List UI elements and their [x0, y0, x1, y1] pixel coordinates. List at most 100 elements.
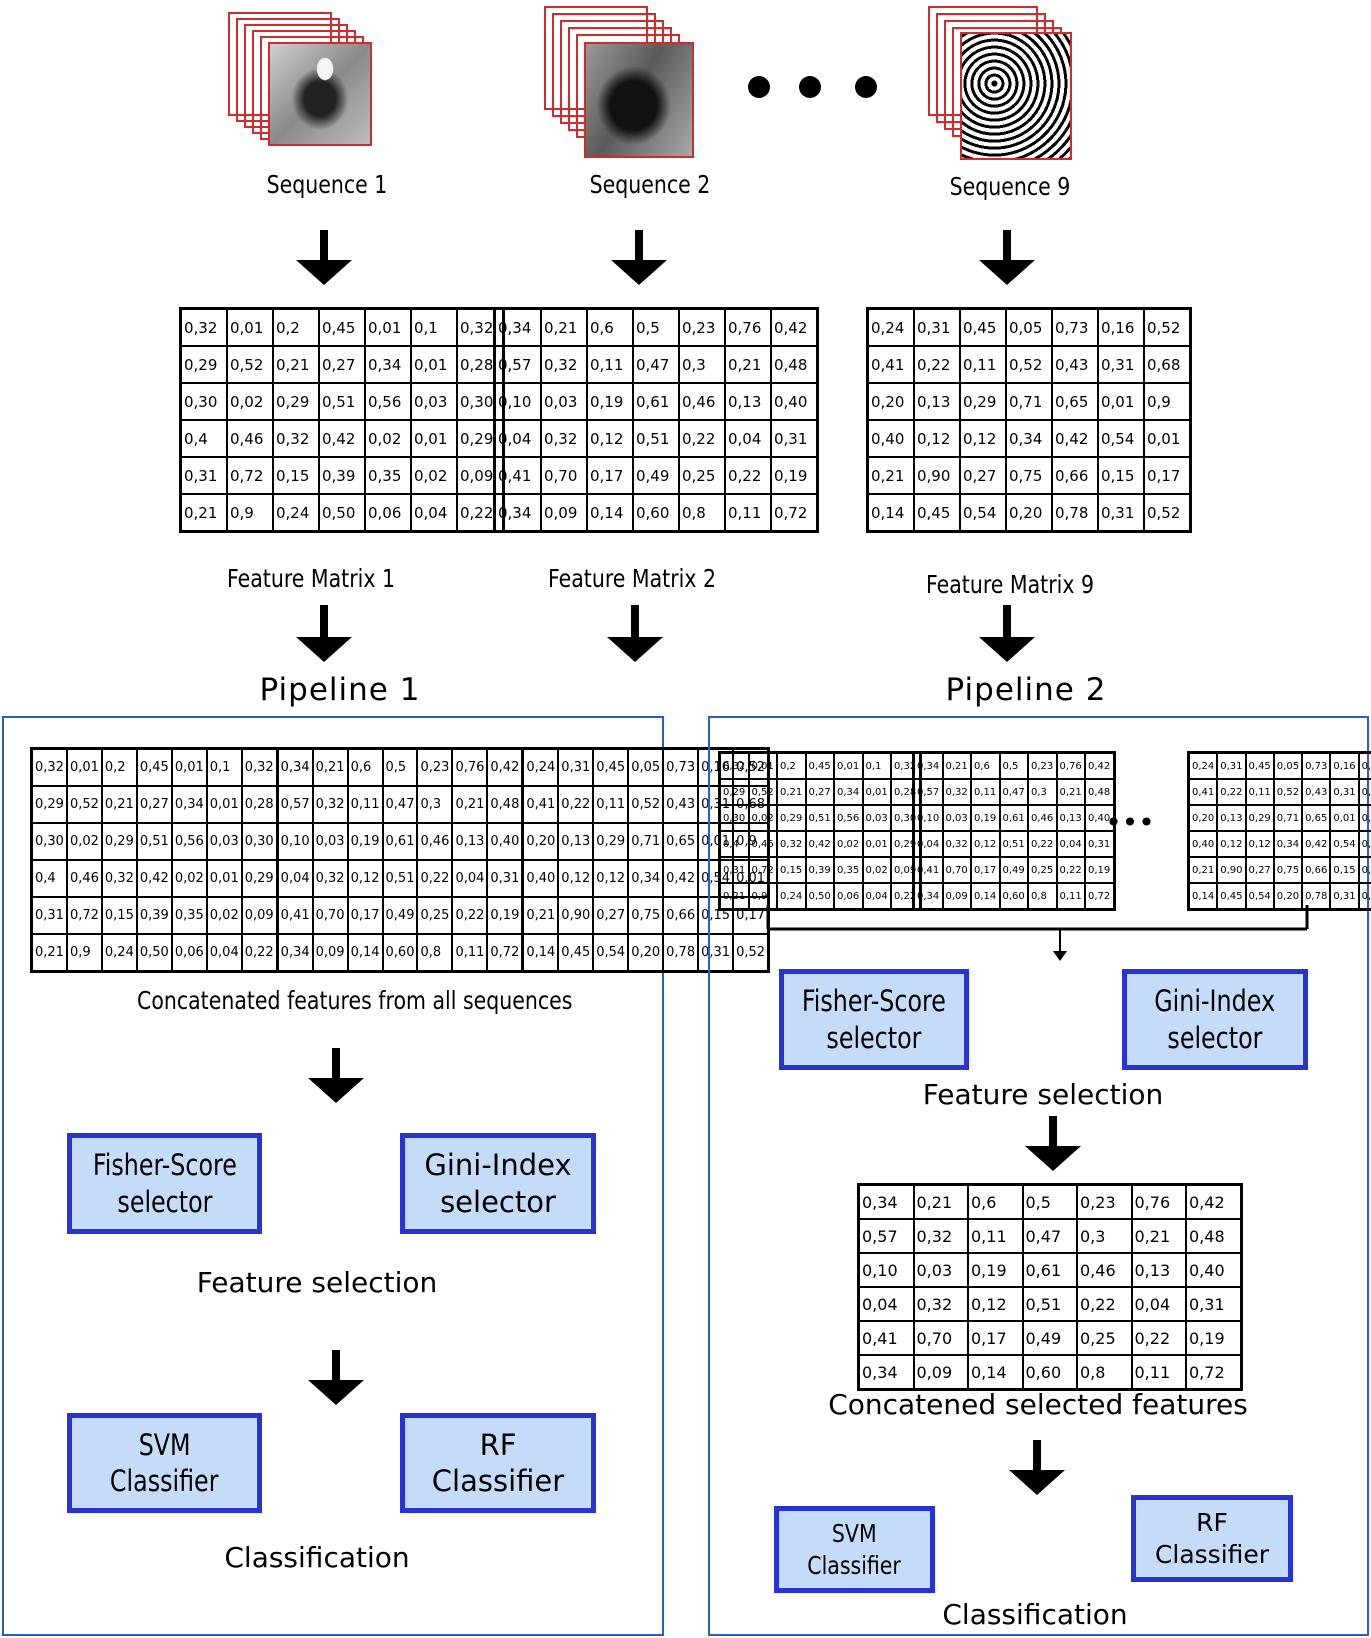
matrix-cell: 0,72 — [65, 896, 103, 935]
matrix-cell: 0,29 — [959, 382, 1007, 421]
matrix-cell: 0,13 — [1130, 1252, 1187, 1288]
sequence-2-label: Sequence 2 — [589, 170, 711, 199]
matrix-cell: 0,45 — [804, 751, 835, 780]
matrix-cell: 0,23 — [416, 747, 454, 787]
matrix-cell: 0,39 — [318, 456, 366, 495]
matrix-cell: 0,48 — [1084, 778, 1115, 806]
matrix-cell: 0,43 — [1051, 345, 1099, 384]
matrix-cell: 0,17 — [1143, 456, 1192, 495]
matrix-cell: 0,31 — [486, 859, 524, 898]
matrix-cell: 0,29 — [272, 382, 320, 421]
matrix-cell: 0,56 — [833, 804, 864, 832]
matrix-cell: 0,39 — [804, 856, 835, 884]
matrix-cell: 0,45 — [1216, 882, 1247, 911]
matrix-cell: 0,12 — [1244, 830, 1275, 858]
matrix-cell: 0,02 — [861, 856, 892, 884]
matrix-cell: 0,49 — [1021, 1320, 1078, 1356]
matrix-cell: 0,32 — [540, 419, 588, 458]
matrix-cell: 0,45 — [557, 933, 595, 973]
mri-slice-image — [268, 42, 372, 146]
matrix-cell: 0,01 — [1143, 419, 1192, 458]
matrix-cell: 0,17 — [586, 456, 634, 495]
matrix-cell: 0,02 — [170, 859, 208, 898]
matrix-cell: 0,5 — [998, 751, 1029, 780]
matrix-cell: 0,75 — [627, 896, 665, 935]
matrix-cell: 0,19 — [346, 822, 384, 861]
down-arrow — [308, 1048, 364, 1103]
matrix-cell: 0,66 — [1301, 856, 1332, 884]
matrix-cell: 0,21 — [718, 882, 750, 911]
matrix-cell: 0,15 — [1097, 456, 1145, 495]
matrix-cell: 0,14 — [521, 933, 560, 973]
matrix-cell: 0,70 — [941, 856, 972, 884]
matrix-cell: 0,10 — [493, 382, 542, 421]
matrix-cell: 0,21 — [100, 785, 138, 824]
matrix-cell: 0,61 — [381, 822, 419, 861]
down-arrow — [1009, 1440, 1065, 1495]
matrix-cell: 0,22 — [451, 896, 489, 935]
matrix-cell: 0,21 — [272, 345, 320, 384]
matrix-cell: 0,54 — [1244, 882, 1275, 911]
matrix-cell: 0,65 — [1301, 804, 1332, 832]
matrix-cell: 0,31 — [913, 307, 961, 347]
feature-matrix-9-label: Feature Matrix 9 — [925, 570, 1095, 599]
matrix-cell: 0,46 — [678, 382, 726, 421]
box-line: Gini-Index — [424, 1148, 572, 1183]
matrix-cell: 0,15 — [1329, 856, 1360, 884]
matrix-cell: 0,42 — [1051, 419, 1099, 458]
matrix-cell: 0,01 — [747, 751, 778, 780]
matrix-cell: 0,22 — [1055, 856, 1086, 884]
matrix-cell: 0,22 — [1130, 1320, 1187, 1356]
matrix-cell: 0,5 — [1021, 1183, 1078, 1220]
matrix-cell: 0,29 — [179, 345, 228, 384]
pipeline-1-panel — [2, 716, 664, 1636]
matrix-cell: 0,71 — [1005, 382, 1053, 421]
matrix-cell: 0,42 — [318, 419, 366, 458]
matrix-cell: 0,57 — [912, 778, 944, 806]
matrix-cell: 0,32 — [540, 345, 588, 384]
matrix-cell: 0,31 — [1216, 751, 1247, 780]
matrix-cell: 0,04 — [493, 419, 542, 458]
box-line: SVM — [138, 1427, 191, 1462]
matrix-cell: 0,52 — [1272, 778, 1304, 806]
matrix-cell: 0,5 — [381, 747, 419, 787]
matrix-cell: 0,24 — [521, 747, 560, 787]
matrix-cell: 0,30 — [240, 822, 279, 861]
matrix-cell: 0,70 — [540, 456, 588, 495]
matrix-cell: 0,02 — [226, 382, 274, 421]
matrix-cell: 0,9 — [1143, 382, 1192, 421]
matrix-cell: 0,05 — [627, 747, 665, 787]
matrix-cell: 0,90 — [557, 896, 595, 935]
matrix-cell: 0,31 — [770, 419, 819, 458]
matrix-cell: 0,68 — [1357, 778, 1371, 806]
matrix-cell: 0,21 — [30, 933, 68, 973]
matrix-cell: 0,52 — [1357, 751, 1371, 780]
sequence-2-stack — [544, 6, 704, 166]
matrix-cell: 0,01 — [170, 747, 208, 787]
matrix-cell: 0,20 — [627, 933, 665, 973]
matrix-cell: 0,68 — [1143, 345, 1192, 384]
matrix-cell: 0,2 — [272, 307, 320, 347]
matrix-cell: 0,03 — [540, 382, 588, 421]
matrix-cell: 0,54 — [959, 493, 1007, 533]
matrix-cell: 0,70 — [311, 896, 349, 935]
matrix-cell: 0,47 — [381, 785, 419, 824]
matrix-cell: 0,29 — [240, 859, 279, 898]
matrix-cell: 0,51 — [318, 382, 366, 421]
matrix-cell: 0,52 — [65, 785, 103, 824]
matrix-cell: 0,34 — [912, 882, 944, 911]
matrix-cell: 0,50 — [135, 933, 173, 973]
box-line: SVM — [832, 1519, 877, 1549]
matrix-cell: 0,11 — [586, 345, 634, 384]
matrix-cell: 0,8 — [678, 493, 726, 533]
matrix-cell: 0,04 — [410, 493, 458, 533]
matrix-cell: 0,16 — [1329, 751, 1360, 780]
